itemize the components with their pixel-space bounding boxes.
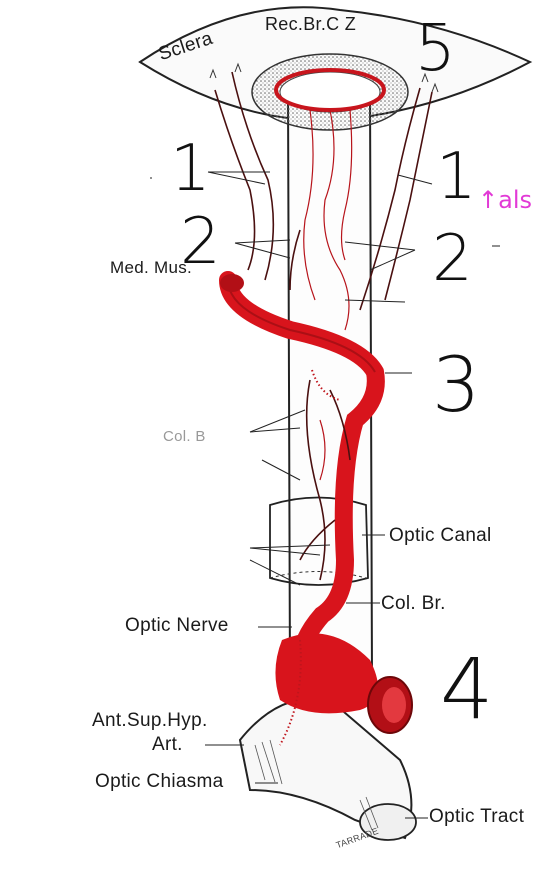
label-optic-canal: Optic Canal (389, 525, 492, 546)
label-collateral-branch: Col. Br. (381, 593, 446, 614)
label-medial-muscle: Med. Mus. (110, 258, 193, 277)
handwritten-4: 4 (440, 640, 494, 738)
optic-tract-cut (359, 803, 417, 841)
handwritten-2-left: 2 (180, 205, 221, 279)
handwritten-1-right: 1 (436, 140, 477, 214)
label-optic-nerve: Optic Nerve (125, 615, 229, 636)
label-ant-sup-hyp: Ant.Sup.Hyp. (92, 710, 208, 731)
handwritten-5: 5 (415, 12, 456, 86)
handwritten-1-left: 1 (170, 132, 211, 206)
pink-handwritten-note: ↑als (478, 186, 532, 214)
label-partial: Col. B (163, 428, 206, 445)
label-recurrent-branch: Rec.Br.C Z (265, 14, 357, 34)
optic-nerve (286, 89, 374, 681)
label-optic-chiasma: Optic Chiasma (95, 771, 224, 792)
label-optic-tract: Optic Tract (429, 806, 525, 827)
label-art: Art. (152, 734, 183, 755)
handwritten-2-right: 2 (432, 222, 473, 296)
handwritten-3: 3 (432, 340, 481, 429)
optic-canal-ring (269, 496, 369, 586)
